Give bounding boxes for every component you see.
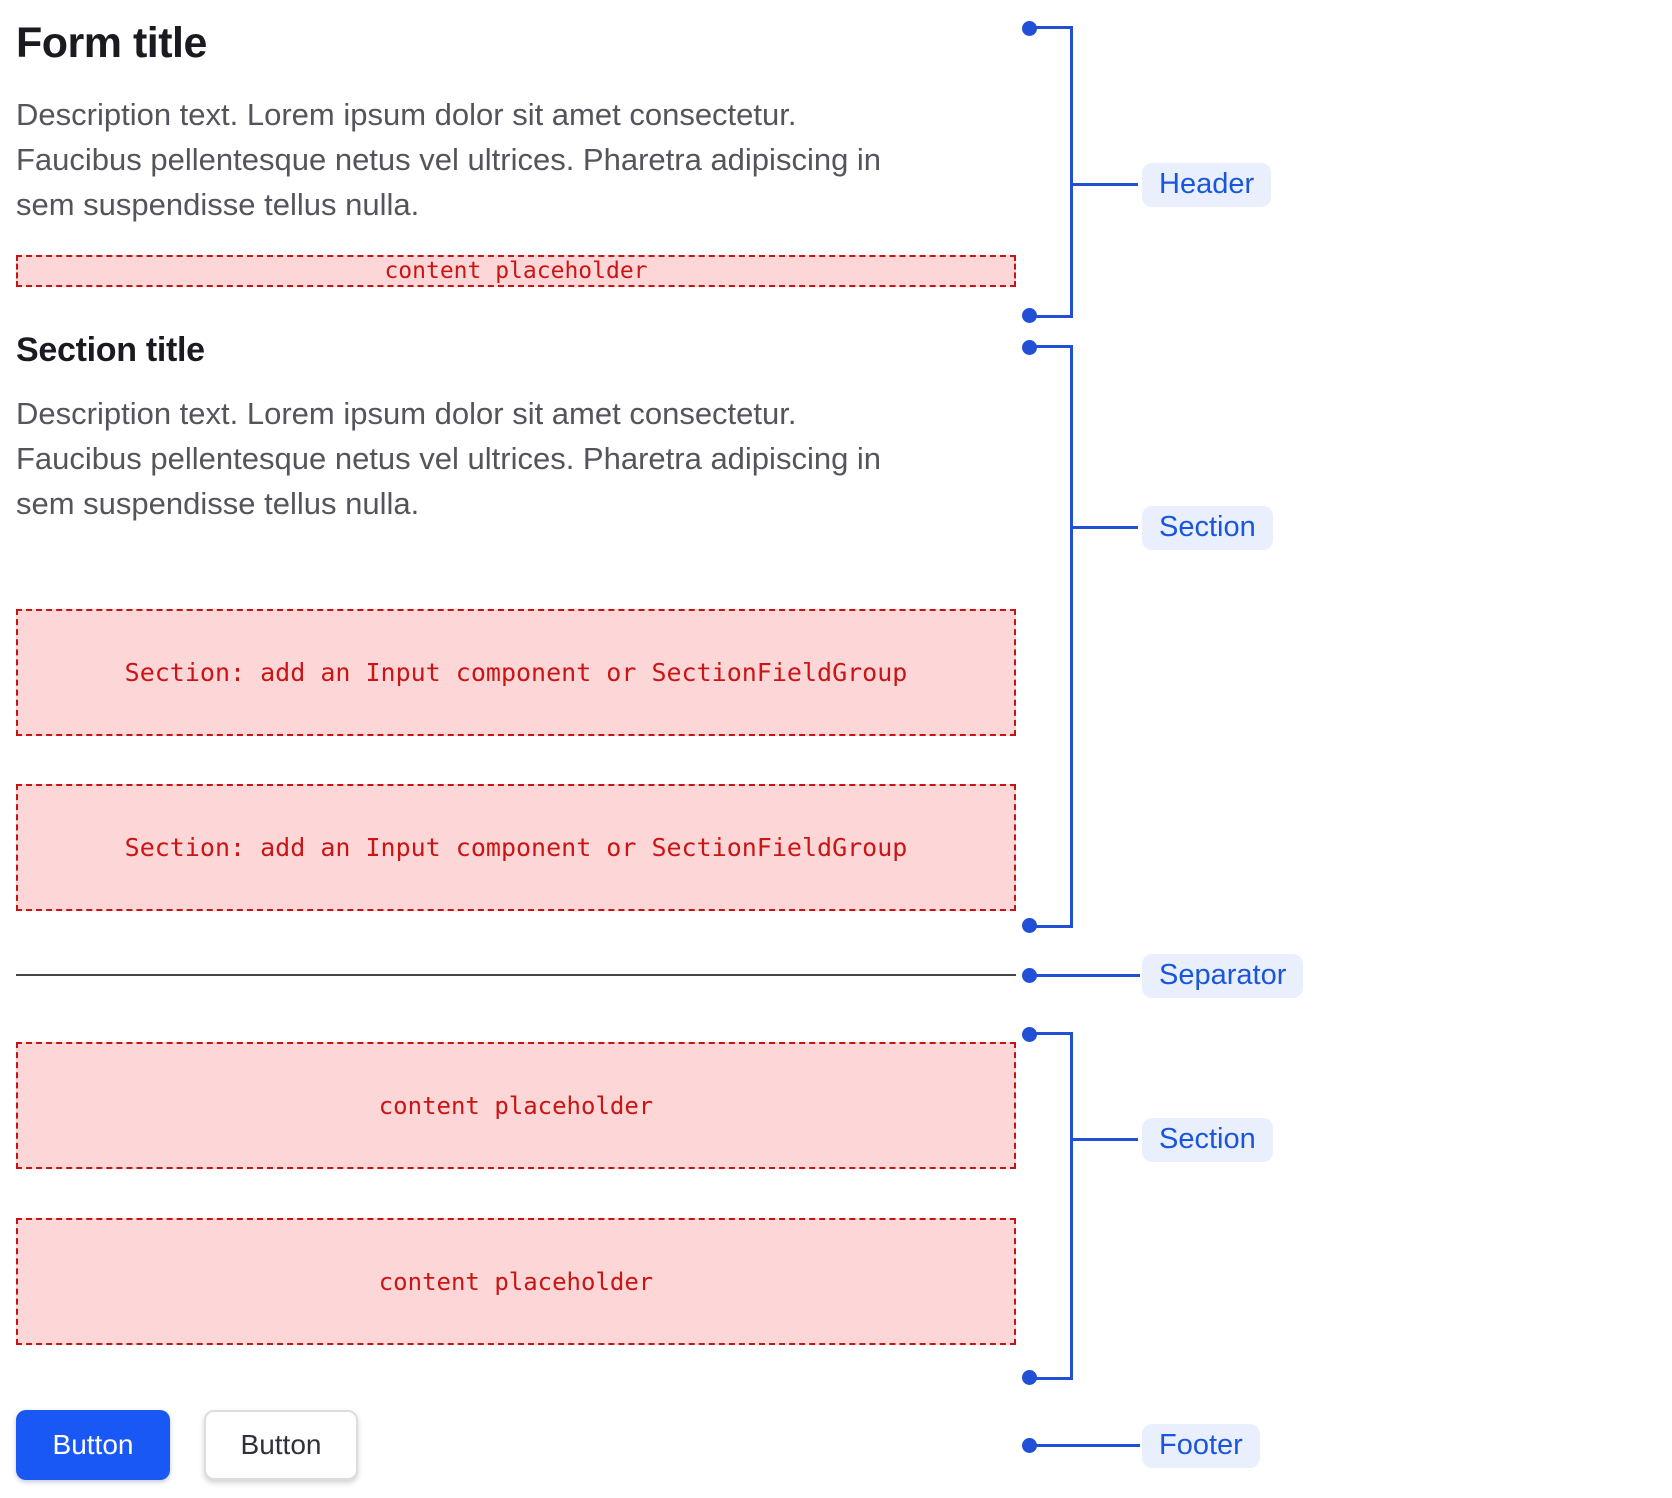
section-annotation-label: Section — [1142, 506, 1273, 550]
header-bracket-top-dot — [1022, 21, 1037, 36]
header-bracket-bottom-dot — [1022, 308, 1037, 323]
footer-dot — [1022, 1438, 1037, 1453]
section-bracket-top-dot — [1022, 340, 1037, 355]
section-description-line: Faucibus pellentesque netus vel ultrices… — [16, 441, 882, 476]
section-input-placeholder: Section: add an Input component or Secti… — [16, 784, 1016, 911]
separator-dot — [1022, 968, 1037, 983]
section-description-line: Description text. Lorem ipsum dolor sit … — [16, 396, 797, 431]
section2-bracket — [1036, 1032, 1073, 1380]
section-description: Description text. Lorem ipsum dolor sit … — [16, 391, 1016, 526]
section-connector-line — [1070, 526, 1138, 529]
form-description: Description text. Lorem ipsum dolor sit … — [16, 92, 1016, 227]
section2-bracket-bottom-dot — [1022, 1370, 1037, 1385]
separator-connector-line — [1036, 974, 1140, 977]
section-title: Section title — [16, 331, 205, 369]
form-description-line: Faucibus pellentesque netus vel ultrices… — [16, 142, 882, 177]
separator-annotation-label: Separator — [1142, 954, 1304, 998]
header-connector-line — [1070, 183, 1138, 186]
section2-content-placeholder: content placeholder — [16, 1218, 1016, 1345]
header-content-placeholder: content placeholder — [16, 255, 1016, 287]
header-bracket — [1036, 26, 1073, 318]
form-title: Form title — [16, 19, 207, 67]
footer-annotation-label: Footer — [1142, 1424, 1260, 1468]
primary-button[interactable]: Button — [16, 1410, 170, 1480]
section-bracket — [1036, 345, 1073, 928]
section2-content-placeholder: content placeholder — [16, 1042, 1016, 1169]
section-input-placeholder: Section: add an Input component or Secti… — [16, 609, 1016, 736]
section-bracket-bottom-dot — [1022, 918, 1037, 933]
form-description-line: sem suspendisse tellus nulla. — [16, 187, 420, 222]
section2-bracket-top-dot — [1022, 1027, 1037, 1042]
section2-annotation-label: Section — [1142, 1118, 1273, 1162]
header-annotation-label: Header — [1142, 163, 1272, 207]
footer-connector-line — [1036, 1444, 1140, 1447]
section2-connector-line — [1070, 1138, 1138, 1141]
separator-line — [16, 974, 1016, 976]
section-description-line: sem suspendisse tellus nulla. — [16, 486, 420, 521]
secondary-button[interactable]: Button — [204, 1410, 358, 1480]
form-description-line: Description text. Lorem ipsum dolor sit … — [16, 97, 797, 132]
